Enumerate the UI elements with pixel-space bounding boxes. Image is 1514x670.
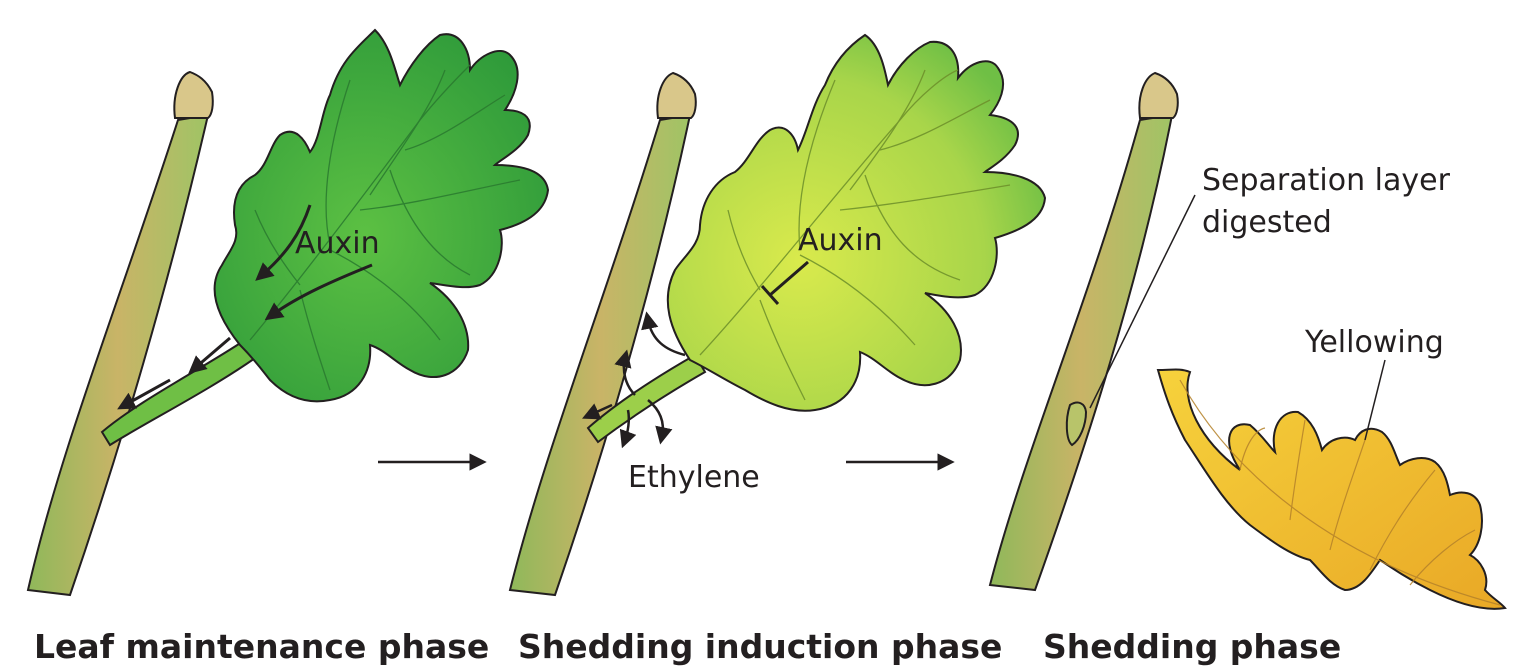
- separation-label: Separation layer: [1202, 163, 1451, 198]
- caption-induction: Shedding induction phase: [518, 627, 1002, 666]
- stem-1: [28, 115, 208, 595]
- auxin-label-2: Auxin: [798, 223, 883, 258]
- bud-3: [1139, 73, 1177, 118]
- panel-induction: Auxin Ethylene Shedding induction phase: [510, 35, 1045, 666]
- panel-shedding: Separation layer digested Yellowing Shed…: [990, 73, 1505, 666]
- panel-maintenance: Auxin Leaf maintenance phase: [28, 30, 548, 666]
- yellowing-label: Yellowing: [1304, 325, 1444, 360]
- leaf-yellow: [1158, 370, 1505, 609]
- yellowing-leader: [1365, 360, 1385, 440]
- bud-2: [657, 73, 695, 118]
- caption-maintenance: Leaf maintenance phase: [34, 627, 489, 666]
- separation-label-2: digested: [1202, 205, 1332, 240]
- bud-1: [174, 72, 212, 118]
- ethylene-label: Ethylene: [628, 460, 760, 495]
- leaf-green: [215, 30, 548, 401]
- caption-shedding: Shedding phase: [1043, 627, 1341, 666]
- auxin-label-1: Auxin: [295, 226, 380, 261]
